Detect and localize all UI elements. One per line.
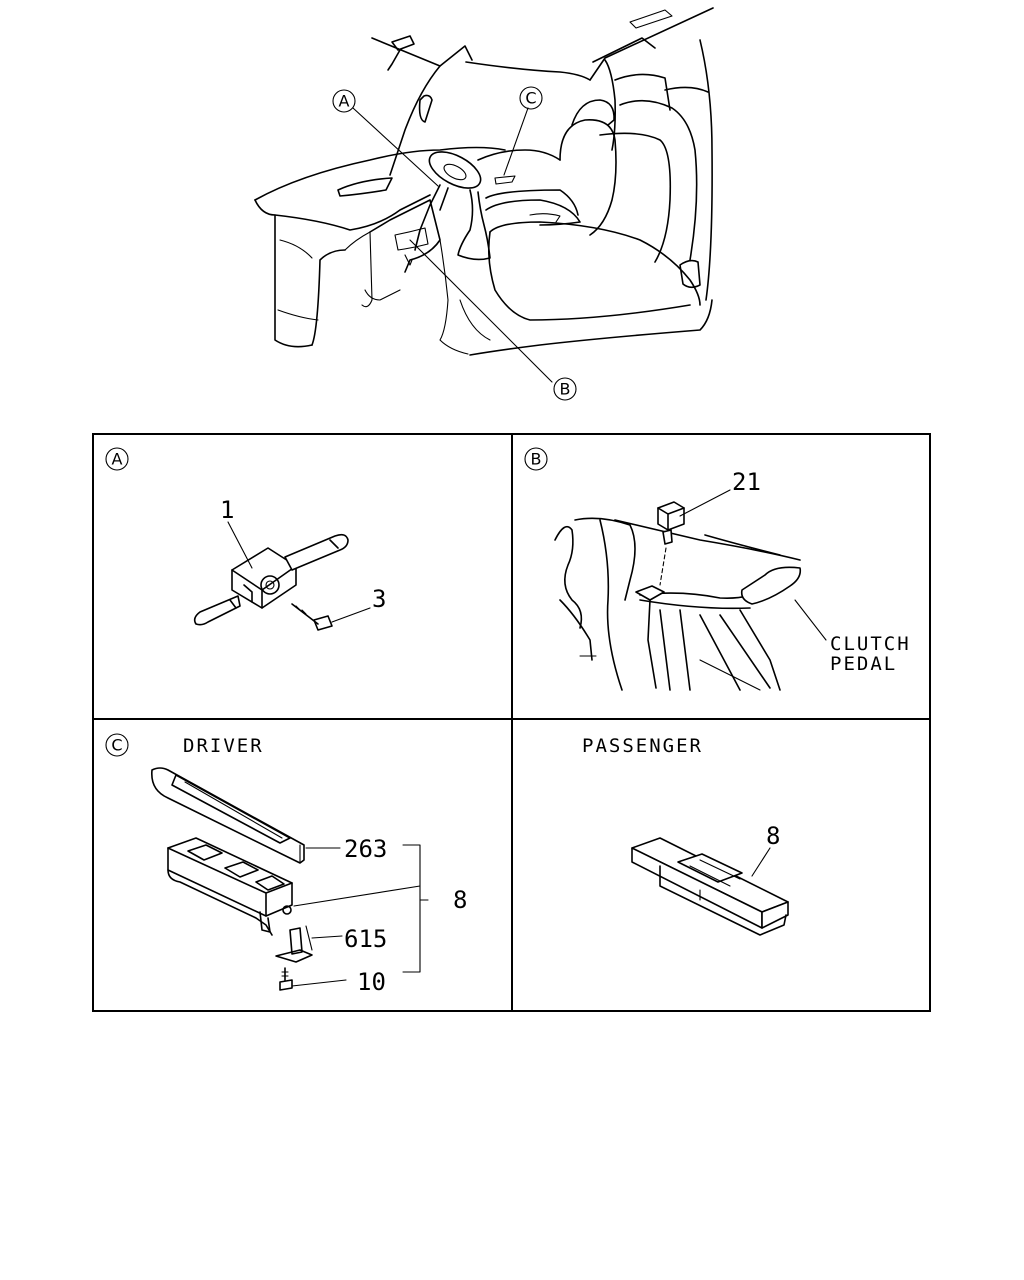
screw-illustration: [291, 603, 333, 631]
panel-a: A 1 3: [105, 447, 386, 631]
panel-d-title-passenger: PASSENGER: [582, 735, 703, 757]
part-number-10: 10: [357, 968, 386, 996]
panel-a-circle-label: A: [112, 450, 123, 469]
part-number-1: 1: [220, 496, 234, 524]
clutch-pedal-illustration: [554, 517, 802, 691]
cab-interior-illustration: [254, 7, 714, 383]
part-number-8-passenger: 8: [766, 822, 780, 850]
panel-b-circle-label: B: [531, 450, 542, 469]
clutch-switch-illustration: [657, 501, 685, 586]
combination-switch-illustration: [193, 533, 349, 626]
caption-clutch: CLUTCH: [830, 633, 911, 655]
panel-c: C DRIVER: [105, 733, 467, 996]
part-number-3: 3: [372, 585, 386, 613]
part-number-8-driver: 8: [453, 886, 467, 914]
callout-b-overview: B: [553, 377, 577, 401]
callout-c-letter: C: [525, 89, 536, 108]
caption-pedal: PEDAL: [830, 653, 897, 675]
driver-window-switch-illustration: [151, 767, 313, 991]
part-number-21: 21: [732, 468, 761, 496]
detail-panel-grid: [92, 433, 931, 1012]
panel-d: PASSENGER 8: [582, 735, 789, 936]
panel-b: B 21 CLUTCH PEDAL: [524, 447, 911, 691]
passenger-window-switch-illustration: [631, 837, 789, 936]
panel-c-circle-label: C: [111, 736, 122, 755]
callout-c-overview: C: [519, 86, 543, 110]
callout-a-letter: A: [339, 92, 350, 111]
callout-b-letter: B: [560, 380, 571, 399]
part-number-615: 615: [344, 925, 387, 953]
panel-c-title-driver: DRIVER: [183, 735, 264, 757]
callout-a-overview: A: [332, 89, 356, 113]
part-number-263: 263: [344, 835, 387, 863]
